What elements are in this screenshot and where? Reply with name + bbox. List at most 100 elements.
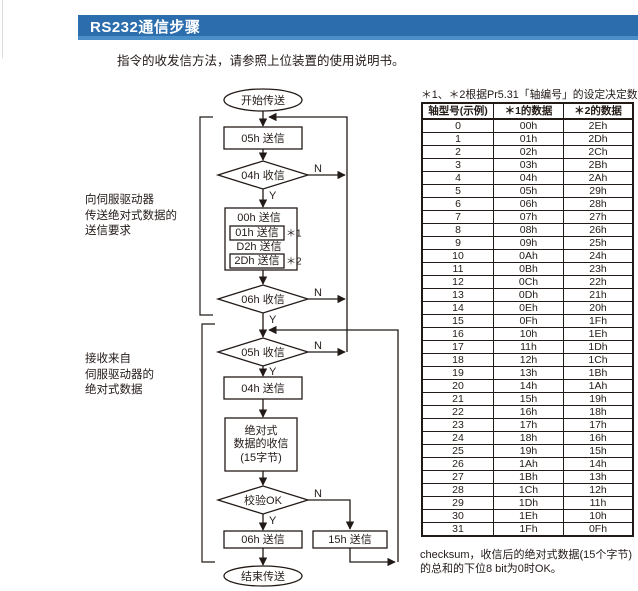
table-cell: 21h [563, 288, 634, 302]
yes-label: Y [269, 314, 277, 326]
block-line4: 2Dh 送信 [234, 253, 279, 267]
table-cell: 1Ch [563, 353, 634, 367]
table-cell: 0 [421, 118, 494, 133]
table-cell: 1Dh [563, 340, 634, 354]
table-cell: 2Eh [563, 118, 634, 133]
table-cell: 6 [421, 197, 494, 211]
table-cell: 12 [421, 275, 494, 289]
table-cell: 11h [563, 496, 634, 510]
table-cell: 19h [493, 444, 564, 458]
table-cell: 25 [421, 444, 494, 458]
table-cell: 29h [563, 184, 634, 198]
table-cell: 12h [493, 353, 564, 367]
group1-label: 向伺服驱动器 传送绝对式数据的 送信要求 [85, 193, 177, 240]
block-line2-frame [229, 225, 285, 241]
recv-05h-diamond [215, 337, 311, 367]
table-cell: 12h [563, 483, 634, 497]
table-cell: 1Eh [563, 327, 634, 341]
group1-line: 传送绝对式数据的 [85, 209, 177, 222]
table-cell: 21 [421, 392, 494, 406]
table-cell: 08h [493, 223, 564, 237]
group2-label: 接收来自 伺服驱动器的 绝对式数据 [85, 352, 154, 399]
start-label: 开始传送 [241, 93, 285, 107]
table-cell: 1Fh [563, 314, 634, 328]
table-cell: 20 [421, 379, 494, 393]
table-cell: 05h [493, 184, 564, 198]
table-cell: 10 [421, 249, 494, 263]
start-terminator [223, 88, 303, 112]
no-label: N [314, 340, 322, 352]
end-terminator [223, 565, 303, 587]
table-cell: 1Ah [563, 379, 634, 393]
table-cell: 28 [421, 483, 494, 497]
table-cell: 0Ch [493, 275, 564, 289]
table-cell: 13 [421, 288, 494, 302]
ref2-label: ＊2 [286, 257, 302, 268]
table-cell: 2Dh [563, 132, 634, 146]
nak-loop-connector [268, 325, 399, 562]
table-cell: 22h [563, 275, 634, 289]
table-cell: 14h [493, 379, 564, 393]
recv-06h-diamond [215, 284, 311, 314]
block-line1: 00h 送信 [237, 210, 280, 224]
table-cell: 1Bh [563, 366, 634, 380]
table-cell: 27h [563, 210, 634, 224]
group2-line: 接收来自 [85, 353, 131, 365]
col-header-data1: ＊1的数据 [493, 102, 564, 120]
table-cell: 1Eh [493, 509, 564, 523]
col-header-data2: ＊2的数据 [563, 102, 634, 120]
table-cell: 26 [421, 457, 494, 471]
table-cell: 17h [493, 418, 564, 432]
table-cell: 15h [563, 444, 634, 458]
table-cell: 0Fh [493, 314, 564, 328]
recv-abs-line2: 数据的收信 [234, 436, 289, 450]
check-ok-diamond [215, 485, 311, 515]
table-cell: 2Ch [563, 145, 634, 159]
table-cell: 03h [493, 158, 564, 172]
table-cell: 18 [421, 353, 494, 367]
table-cell: 1Dh [493, 496, 564, 510]
group2-line: 绝对式数据 [85, 384, 143, 396]
table-cell: 20h [563, 301, 634, 315]
table-cell: 04h [493, 171, 564, 185]
checksum-note-line1: checksum，收信后的绝对式数据(15个字节) [420, 549, 633, 561]
send-05h-box [223, 126, 303, 150]
end-label: 结束传送 [241, 569, 285, 583]
block-line4-frame [229, 253, 285, 269]
no-label: N [314, 488, 322, 500]
table-cell: 0Dh [493, 288, 564, 302]
table-cell: 0Fh [563, 522, 634, 537]
table-cell: 10h [563, 509, 634, 523]
page-title: RS232通信步骤 [90, 19, 201, 36]
table-header-row: 轴型号(示例) ＊1的数据 ＊2的数据 [421, 102, 634, 120]
table-cell: 06h [493, 197, 564, 211]
table-cell: 22 [421, 405, 494, 419]
send-04h-box [223, 376, 303, 400]
table-cell: 15h [493, 392, 564, 406]
table-cell: 18h [563, 405, 634, 419]
table-cell: 7 [421, 210, 494, 224]
table-cell: 24 [421, 431, 494, 445]
table-cell: 16h [563, 431, 634, 445]
table-cell: 0Eh [493, 301, 564, 315]
table-cell: 16h [493, 405, 564, 419]
table-cell: 15 [421, 314, 494, 328]
